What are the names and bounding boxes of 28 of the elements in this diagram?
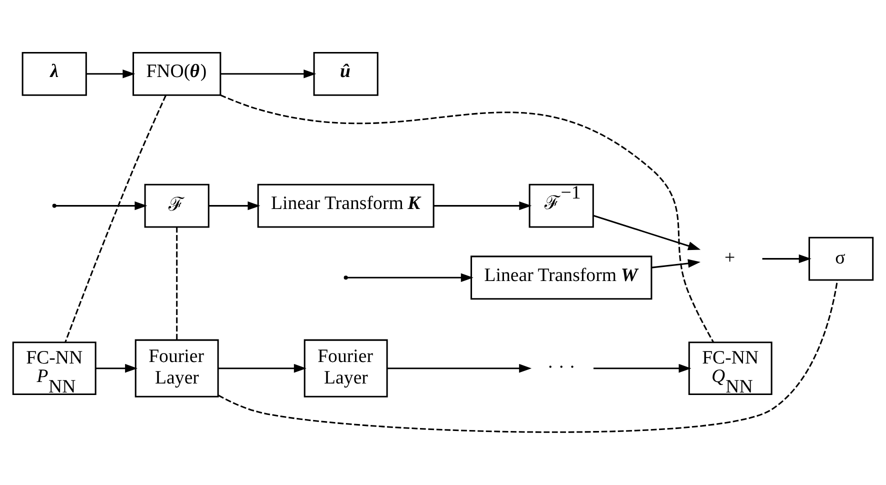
arrow	[220, 70, 316, 78]
arrow	[208, 201, 260, 210]
node-box: σ	[808, 236, 874, 281]
arrow	[593, 364, 692, 373]
arrow	[56, 201, 148, 210]
arrow	[387, 364, 532, 373]
node-box: λ	[22, 52, 87, 96]
connector	[64, 95, 166, 343]
node-box: Fourier Layer	[134, 339, 219, 398]
node-box: Linear Transform K	[257, 184, 434, 228]
arrow	[347, 273, 474, 282]
arrow	[96, 364, 138, 373]
arrow	[218, 364, 306, 373]
arrow	[762, 254, 812, 264]
arrow	[652, 259, 700, 268]
node-box: Fourier Layer	[304, 339, 388, 398]
connector	[220, 94, 714, 343]
connector	[218, 280, 838, 433]
node-box: û	[313, 52, 378, 96]
arrow	[86, 70, 136, 78]
node-box: Linear Transform W	[470, 256, 652, 300]
node-text: · · ·	[547, 356, 576, 378]
node-box: FNO(θ)	[132, 52, 222, 96]
connector	[176, 227, 178, 340]
node-text: +	[724, 247, 736, 268]
node-box: ℱ	[144, 184, 210, 228]
arrow	[434, 201, 532, 210]
arrow	[593, 214, 701, 250]
